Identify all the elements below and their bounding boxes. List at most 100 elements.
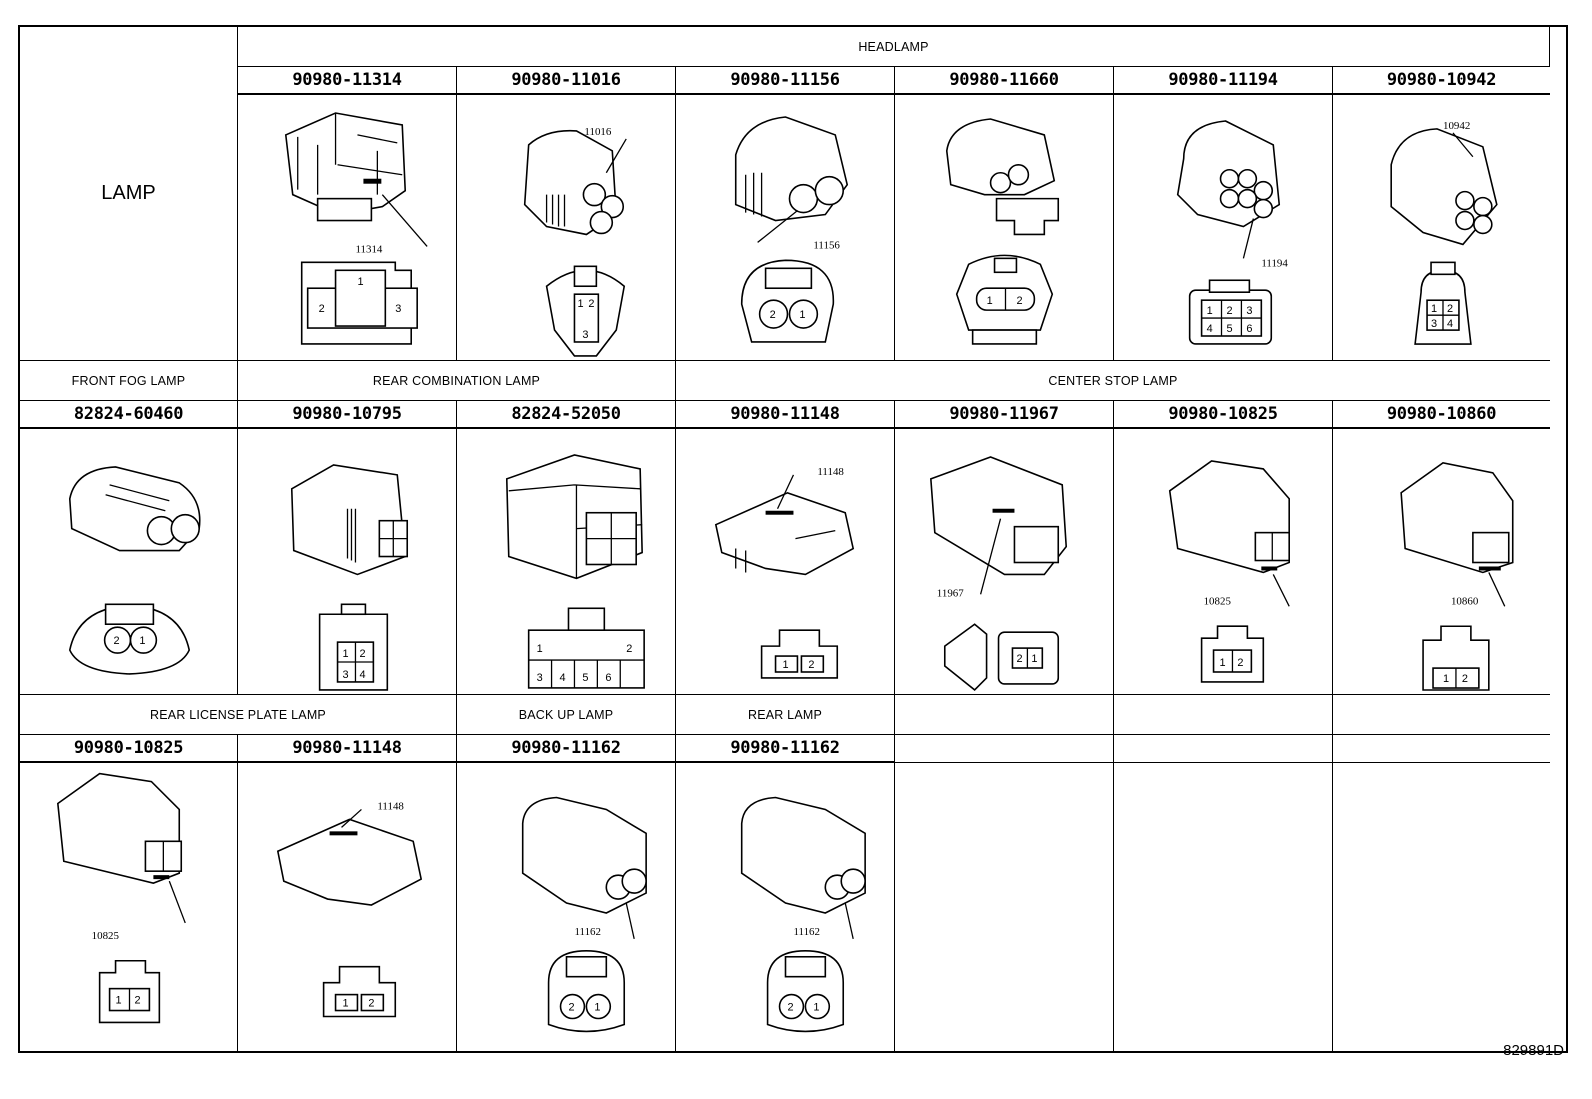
callout-label: 11162	[793, 926, 820, 938]
empty-cell	[1333, 763, 1550, 1053]
callout-label: 11194	[1261, 257, 1288, 269]
callout-label: 10942	[1443, 120, 1470, 132]
connector-drawing: 11194 1 2 3 4 5 6	[1114, 95, 1333, 361]
connector-chart: LAMP HEADLAMP 90980-11314 90980-11016 90…	[18, 25, 1568, 1053]
callout-label: 10825	[92, 930, 120, 942]
callout-label: 11314	[355, 243, 382, 255]
svg-text:2: 2	[359, 648, 365, 660]
callout-label: 11148	[817, 466, 844, 478]
svg-text:3: 3	[582, 329, 588, 341]
svg-text:1: 1	[357, 276, 363, 288]
empty-cell	[895, 735, 1114, 763]
connector-drawing: 11156 2 1	[676, 95, 895, 361]
connector-drawing: 10860 1 2	[1333, 429, 1550, 695]
group-center-stop: CENTER STOP LAMP	[676, 361, 1550, 401]
svg-text:2: 2	[1016, 295, 1022, 307]
callout-label: 11156	[813, 239, 840, 251]
empty-cell	[1333, 735, 1550, 763]
group-rear-license: REAR LICENSE PLATE LAMP	[20, 695, 457, 735]
svg-text:3: 3	[343, 669, 349, 681]
connector-drawing: 11016 1 2 3	[457, 95, 676, 361]
part-number: 90980-11162	[676, 735, 895, 763]
part-number: 90980-10825	[20, 735, 238, 763]
connector-drawing: 10942 1 2 3 4	[1333, 95, 1550, 361]
connector-drawing: 11148 1 2	[238, 763, 457, 1053]
svg-text:1: 1	[1431, 303, 1437, 315]
connector-drawing: 1 2 3 4	[238, 429, 457, 695]
svg-text:5: 5	[582, 672, 588, 684]
svg-text:1: 1	[783, 659, 789, 671]
connector-drawing: 10825 1 2	[20, 763, 238, 1053]
callout-label: 11016	[584, 126, 611, 138]
connector-drawing: 10825 1 2	[1114, 429, 1333, 695]
part-number: 90980-11314	[238, 67, 457, 95]
svg-text:4: 4	[1207, 323, 1213, 335]
svg-text:1: 1	[537, 643, 543, 655]
group-rear-combination: REAR COMBINATION LAMP	[238, 361, 676, 401]
connector-drawing: 11314 1 2 3	[238, 95, 457, 361]
part-number: 82824-52050	[457, 401, 676, 429]
svg-text:3: 3	[1246, 305, 1252, 317]
svg-text:2: 2	[319, 303, 325, 315]
svg-text:1: 1	[116, 995, 122, 1007]
svg-text:2: 2	[114, 635, 120, 647]
svg-text:2: 2	[368, 998, 374, 1010]
callout-label: 10825	[1204, 595, 1232, 607]
part-number: 82824-60460	[20, 401, 238, 429]
part-number: 90980-10942	[1333, 67, 1550, 95]
svg-text:2: 2	[1237, 657, 1243, 669]
callout-label: 10860	[1451, 595, 1479, 607]
empty-cell	[1114, 763, 1333, 1053]
connector-drawing: 11162 2 1	[457, 763, 676, 1053]
svg-text:2: 2	[588, 298, 594, 310]
part-number: 90980-11148	[238, 735, 457, 763]
part-number: 90980-11156	[676, 67, 895, 95]
part-number: 90980-11194	[1114, 67, 1333, 95]
svg-text:2: 2	[626, 643, 632, 655]
svg-text:1: 1	[343, 648, 349, 660]
svg-text:2: 2	[770, 309, 776, 321]
svg-text:2: 2	[1226, 305, 1232, 317]
svg-text:1: 1	[139, 635, 145, 647]
part-number: 90980-11660	[895, 67, 1114, 95]
part-number: 90980-10860	[1333, 401, 1550, 429]
empty-cell	[895, 763, 1114, 1053]
part-number: 90980-11162	[457, 735, 676, 763]
svg-text:5: 5	[1226, 323, 1232, 335]
side-label: LAMP	[20, 27, 238, 361]
part-number: 90980-11967	[895, 401, 1114, 429]
svg-text:3: 3	[1431, 318, 1437, 330]
svg-text:1: 1	[1207, 305, 1213, 317]
svg-text:1: 1	[987, 295, 993, 307]
svg-text:4: 4	[1447, 318, 1453, 330]
callout-label: 11148	[377, 800, 404, 812]
group-front-fog: FRONT FOG LAMP	[20, 361, 238, 401]
svg-text:3: 3	[395, 303, 401, 315]
connector-drawing: 11967 2 1	[895, 429, 1114, 695]
svg-text:2: 2	[568, 1002, 574, 1014]
empty-cell	[1114, 695, 1333, 735]
connector-drawing: 11162 2 1	[676, 763, 895, 1053]
svg-text:1: 1	[1443, 673, 1449, 685]
empty-cell	[895, 695, 1114, 735]
connector-drawing: 11148 1 2	[676, 429, 895, 695]
connector-drawing: 1 2	[895, 95, 1114, 361]
diagram-id: 829891D	[1503, 1042, 1564, 1059]
svg-text:2: 2	[134, 995, 140, 1007]
part-number: 90980-11016	[457, 67, 676, 95]
part-number: 90980-10795	[238, 401, 457, 429]
group-rear: REAR LAMP	[676, 695, 895, 735]
svg-text:2: 2	[1462, 673, 1468, 685]
svg-text:6: 6	[1246, 323, 1252, 335]
group-back-up: BACK UP LAMP	[457, 695, 676, 735]
svg-text:2: 2	[787, 1002, 793, 1014]
svg-text:1: 1	[577, 298, 583, 310]
svg-text:6: 6	[605, 672, 611, 684]
svg-text:2: 2	[808, 659, 814, 671]
group-headlamp: HEADLAMP	[238, 27, 1550, 67]
svg-text:1: 1	[343, 998, 349, 1010]
svg-text:1: 1	[813, 1002, 819, 1014]
svg-text:3: 3	[537, 672, 543, 684]
svg-text:1: 1	[594, 1002, 600, 1014]
empty-cell	[1114, 735, 1333, 763]
